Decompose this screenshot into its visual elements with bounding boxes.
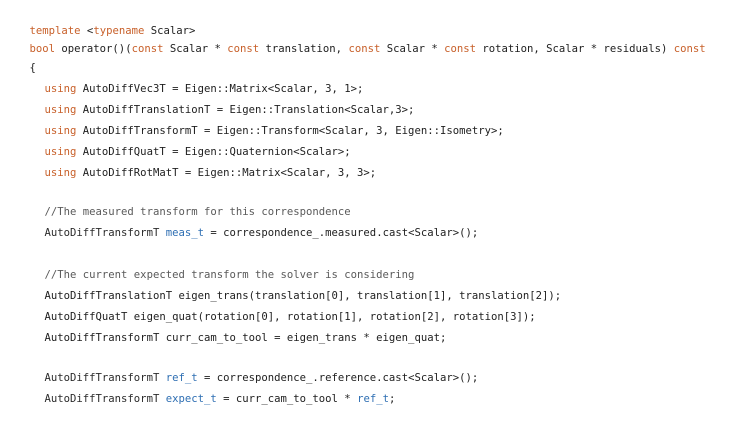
code-line-8: using AutoDiffRotMatT = Eigen::Matrix<Sc… [44,167,377,179]
code-line-1: template <typename Scalar> [29,25,196,37]
var-expect-t: expect_t [165,393,217,405]
var-ref-t: ref_t [165,372,198,384]
keyword-bool: bool [29,43,56,55]
code-line-meas: AutoDiffTransformT meas_t = corresponden… [44,227,479,239]
var-meas-t: meas_t [165,227,204,239]
code-editor[interactable]: template <typename Scalar> bool operator… [0,0,750,405]
code-line-7: using AutoDiffQuatT = Eigen::Quaternion<… [44,146,351,158]
code-line-2: bool operator()(const Scalar * const tra… [29,43,706,55]
code-line-3: { [29,62,36,74]
code-line-ref: AutoDiffTransformT ref_t = correspondenc… [44,372,479,384]
code-line-5: using AutoDiffTranslationT = Eigen::Tran… [44,104,415,116]
code-comment-measured: //The measured transform for this corres… [44,206,351,218]
code-line-curr-cam: AutoDiffTransformT curr_cam_to_tool = ei… [44,332,447,344]
code-line-eigen-quat: AutoDiffQuatT eigen_quat(rotation[0], ro… [44,311,536,323]
code-line-eigen-trans: AutoDiffTranslationT eigen_trans(transla… [44,290,562,302]
code-line-4: using AutoDiffVec3T = Eigen::Matrix<Scal… [44,83,364,95]
code-comment-expected: //The current expected transform the sol… [44,269,415,281]
code-line-6: using AutoDiffTransformT = Eigen::Transf… [44,125,504,137]
keyword-template: template [29,25,81,37]
code-line-expect: AutoDiffTransformT expect_t = curr_cam_t… [44,393,396,405]
var-ref-t-use: ref_t [357,393,389,405]
keyword-typename: typename [93,25,145,37]
